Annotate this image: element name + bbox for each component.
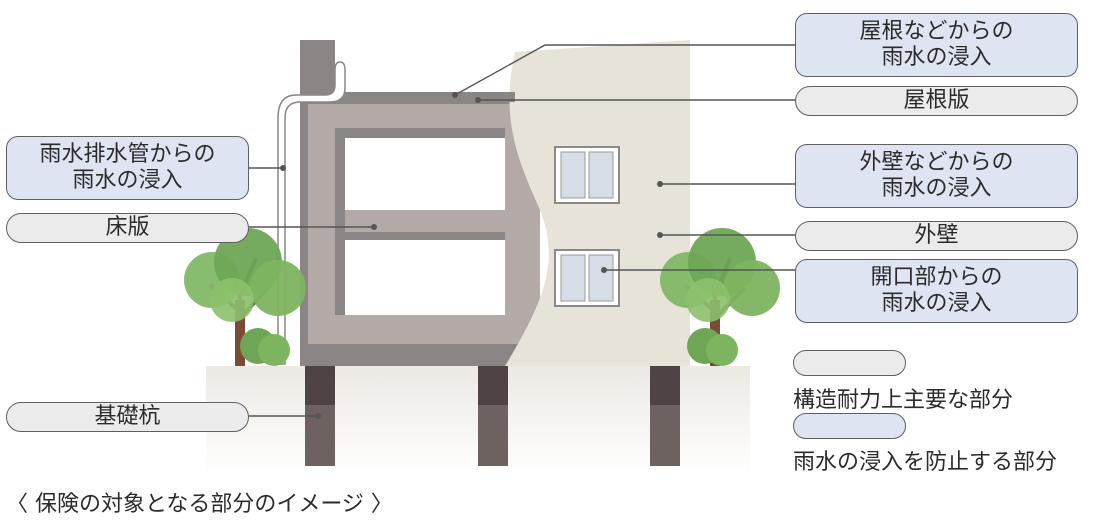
label-roof-rain-line1: 屋根などからの <box>859 18 1014 44</box>
leader-lines <box>249 44 795 419</box>
label-roof-slab: 屋根版 <box>795 86 1078 116</box>
figure-caption: 〈 保険の対象となる部分のイメージ 〉 <box>6 492 393 517</box>
label-opening-line2: 雨水の浸入 <box>881 291 992 316</box>
legend-rain-text: 雨水の浸入を防止する部分 <box>793 450 1058 475</box>
label-pile-text: 基礎杭 <box>94 403 161 429</box>
leader-roof-rain <box>454 44 795 96</box>
label-pipe-line1: 雨水排水管からの <box>39 141 216 167</box>
label-wall-rain-intrusion: 外壁などからの 雨水の浸入 <box>795 144 1078 208</box>
label-roof-rain-intrusion: 屋根などからの 雨水の浸入 <box>795 13 1078 77</box>
window-upper <box>554 146 620 204</box>
label-floor-text: 床版 <box>105 214 150 240</box>
window-lower <box>554 249 620 307</box>
legend-structural-swatch <box>793 350 906 376</box>
tree-left <box>184 228 306 366</box>
label-pipe-line2: 雨水の浸入 <box>72 168 183 193</box>
label-roof-slab-text: 屋根版 <box>903 87 970 113</box>
label-opening-line1: 開口部からの <box>870 264 1003 290</box>
structure-frame <box>300 40 540 366</box>
window-opening-upper <box>345 138 505 210</box>
label-opening-rain-intrusion: 開口部からの 雨水の浸入 <box>795 259 1078 323</box>
label-wall-rain-line1: 外壁などからの <box>859 149 1014 175</box>
legend-rain-swatch <box>793 413 906 439</box>
label-wall-rain-line2: 雨水の浸入 <box>881 176 992 201</box>
label-foundation-pile: 基礎杭 <box>6 402 249 432</box>
label-pipe-rain-intrusion: 雨水排水管からの 雨水の浸入 <box>6 136 249 200</box>
tree-right <box>660 228 780 366</box>
legend-structural-text: 構造耐力上主要な部分 <box>793 388 1014 413</box>
label-exterior-wall: 外壁 <box>795 221 1078 251</box>
label-floor-slab: 床版 <box>6 213 249 243</box>
label-roof-rain-line2: 雨水の浸入 <box>881 45 992 70</box>
window-opening-lower <box>345 240 505 315</box>
roof-slab <box>335 92 515 102</box>
foundation-piles <box>305 366 680 466</box>
rain-pipe <box>277 61 346 365</box>
label-wall-text: 外壁 <box>914 222 959 248</box>
